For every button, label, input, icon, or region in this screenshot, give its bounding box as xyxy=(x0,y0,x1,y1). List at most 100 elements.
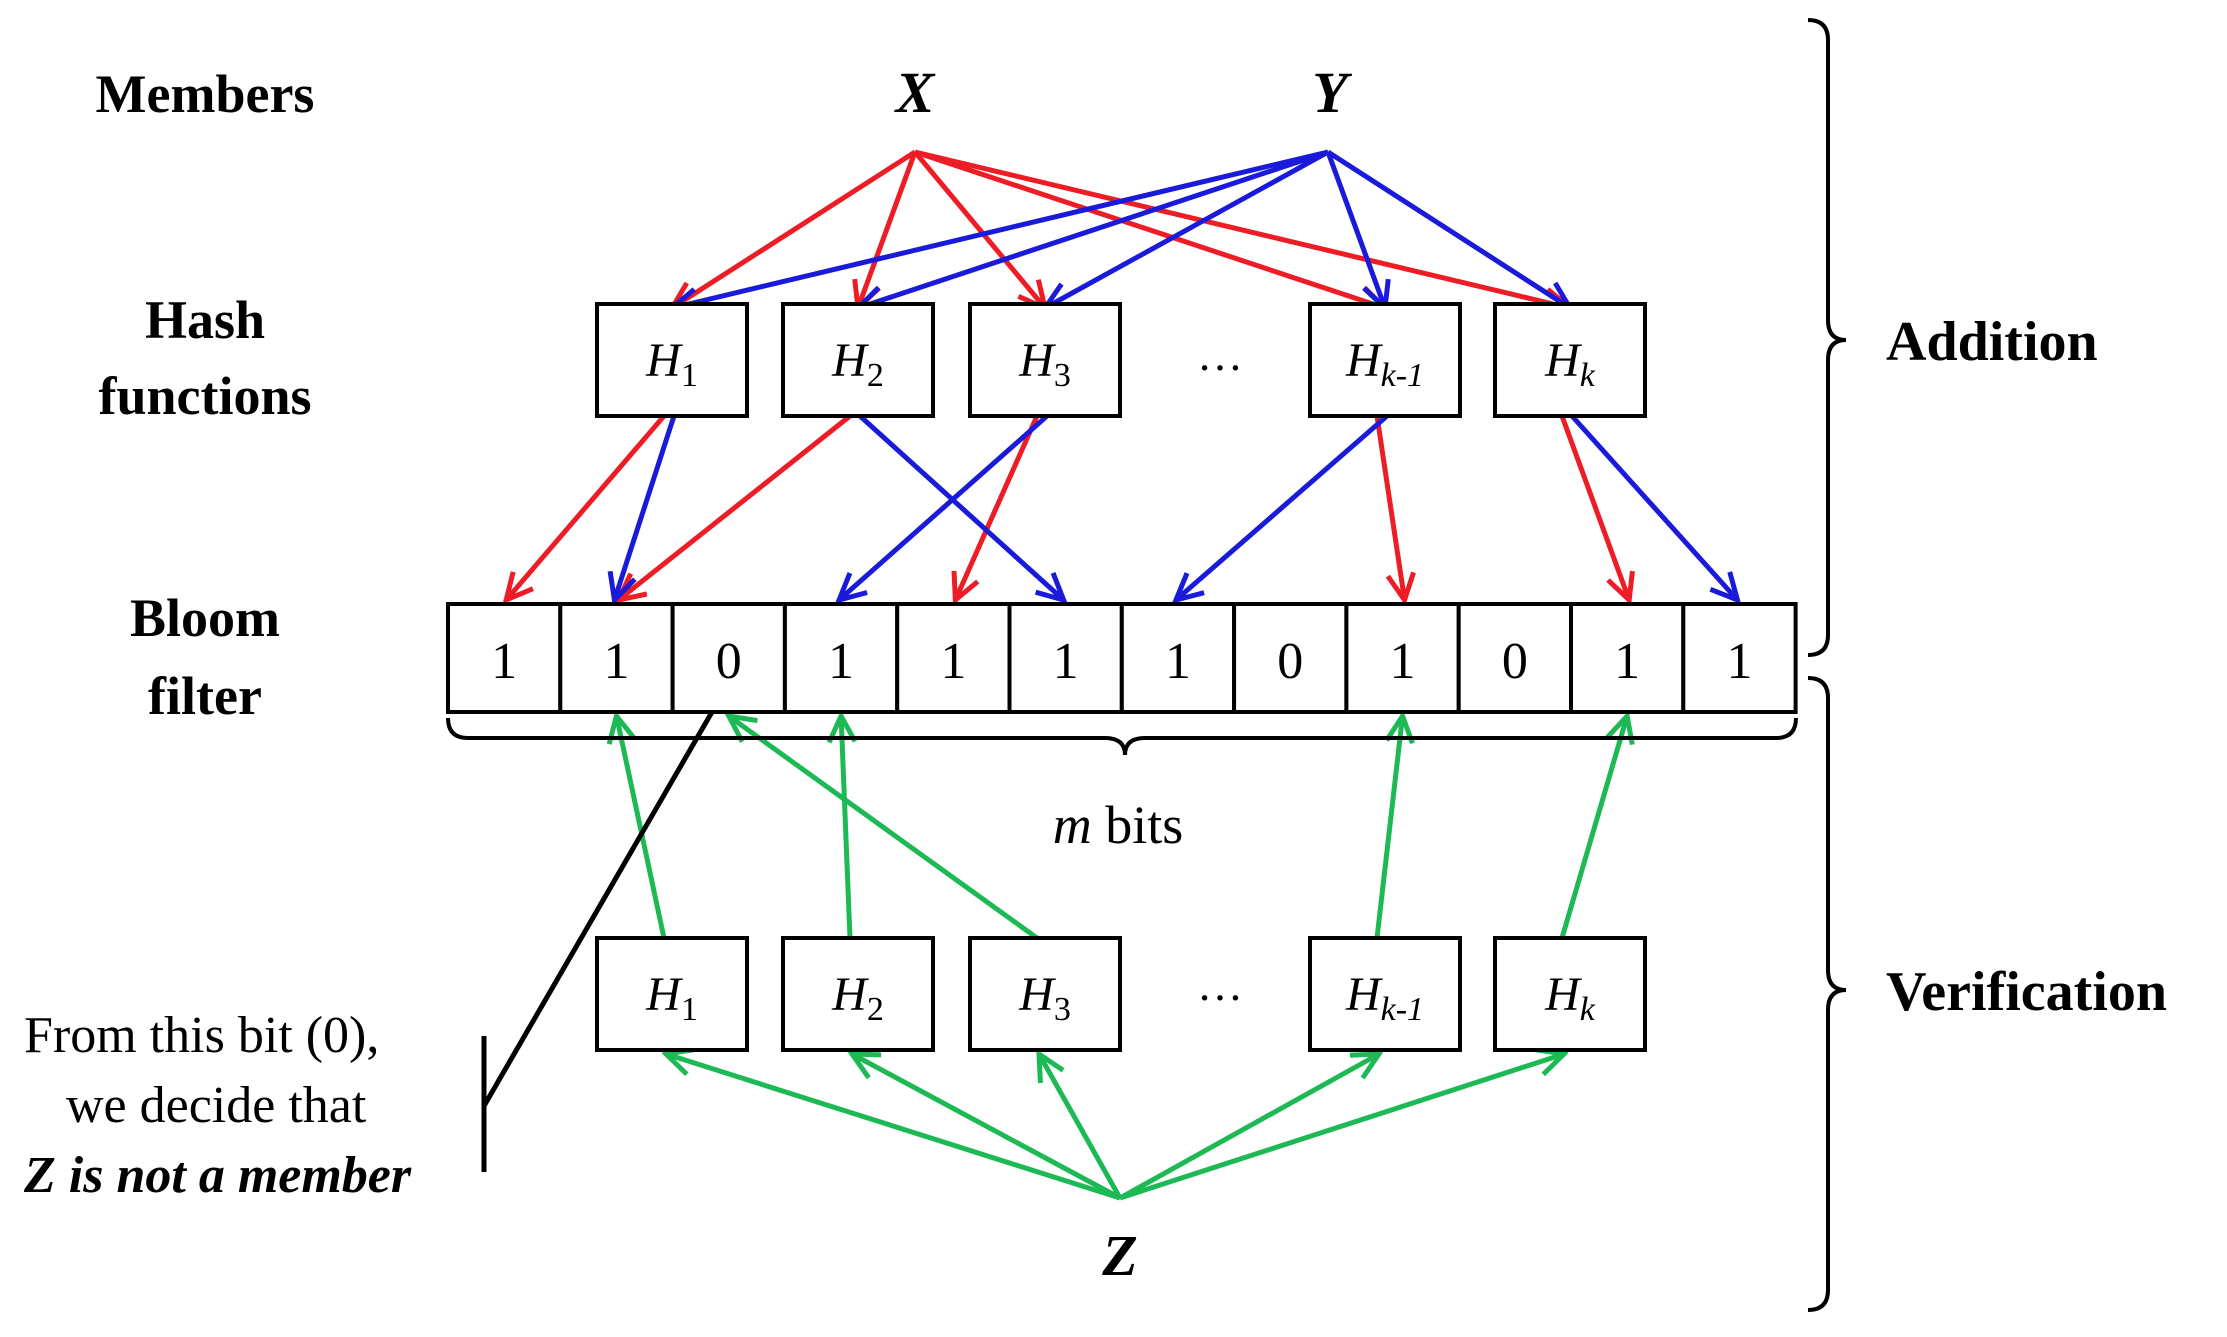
hash-box-addition-5: Hk xyxy=(1493,302,1647,418)
bit-cell-11: 1 xyxy=(1681,602,1798,714)
member-z-arrows xyxy=(616,716,1627,1201)
bloom-filter-label-line2: filter xyxy=(148,666,262,726)
hash-box xyxy=(1308,936,1462,1052)
bit-value: 1 xyxy=(1726,633,1752,690)
bit-cell-7: 0 xyxy=(1232,602,1349,714)
hash-box xyxy=(968,302,1122,418)
y-hash-to-bit-arrow xyxy=(614,415,677,600)
note-line-2: we decide that xyxy=(66,1077,367,1134)
member-y-arrows xyxy=(614,149,1737,600)
member-y: Y xyxy=(1312,60,1352,125)
z-hash-to-bit-arrow xyxy=(729,716,1039,941)
bit-cell-box xyxy=(1681,602,1798,714)
hash-functions-addition-row: H1 H2 H3 Hk-1 Hk xyxy=(595,302,1647,418)
note-line-3: Z is not a member xyxy=(23,1147,412,1204)
members-label: Members xyxy=(96,64,315,124)
y-hash-to-bit-arrow xyxy=(1570,414,1737,600)
bit-value: 1 xyxy=(603,633,629,690)
hash-function-label: H1 xyxy=(645,334,698,394)
hash-ellipsis-verification: … xyxy=(1197,959,1243,1010)
y-hash-to-bit-arrow xyxy=(1176,414,1389,600)
z-hash-to-bit-arrow xyxy=(616,716,667,939)
note-line-1: From this bit (0), xyxy=(24,1007,379,1064)
x-to-hash-arrow xyxy=(913,150,1045,308)
bit-cell-box xyxy=(670,602,787,714)
bit-cell-box xyxy=(446,602,563,714)
y-to-hash-arrow xyxy=(1045,149,1330,308)
bit-value: 0 xyxy=(1277,633,1303,690)
hash-function-label: H3 xyxy=(1018,968,1071,1028)
bit-cell-box xyxy=(1007,602,1124,714)
bit-cell-1: 1 xyxy=(558,602,675,714)
hash-ellipsis-addition: … xyxy=(1197,329,1243,380)
hash-box xyxy=(968,936,1122,1052)
bit-value: 0 xyxy=(716,633,742,690)
hash-function-label: Hk-1 xyxy=(1345,334,1424,394)
bloom-filter-label-line1: Bloom xyxy=(130,588,280,648)
bit-cell-0: 1 xyxy=(446,602,563,714)
hash-box xyxy=(781,302,935,418)
z-hash-to-bit-arrow xyxy=(841,716,850,939)
bit-cell-2: 0 xyxy=(670,602,787,714)
y-to-hash-arrow xyxy=(858,149,1329,308)
hash-box xyxy=(595,936,749,1052)
bit-cell-3: 1 xyxy=(782,602,900,714)
hash-box-verification-3: H3 xyxy=(968,936,1122,1052)
x-to-hash-arrow xyxy=(672,149,917,308)
bit-cell-10: 1 xyxy=(1569,602,1686,714)
member-x: X xyxy=(894,60,936,125)
hash-functions-label-line2: functions xyxy=(98,366,311,426)
hash-box-verification-5: Hk xyxy=(1493,936,1647,1052)
hash-box-addition-4: Hk-1 xyxy=(1308,302,1462,418)
bloom-filter-array: 1 1 0 1 1 1 1 0 1 0 1 1 xyxy=(446,602,1798,714)
bit-cell-box xyxy=(1456,602,1573,714)
bit-cell-box xyxy=(1119,602,1237,714)
x-hash-to-bit-arrow xyxy=(1374,415,1405,600)
bit-cell-5: 1 xyxy=(1007,602,1124,714)
hash-function-label: Hk xyxy=(1544,968,1596,1028)
bit-cell-6: 1 xyxy=(1119,602,1237,714)
bit-value: 1 xyxy=(1390,633,1416,690)
hash-box xyxy=(1493,302,1647,418)
x-hash-to-bit-arrow xyxy=(618,414,852,600)
m-bits-brace xyxy=(446,717,1798,756)
hash-function-label: H3 xyxy=(1018,334,1071,394)
bit-cell-4: 1 xyxy=(895,602,1012,714)
bit-value: 1 xyxy=(1053,633,1079,690)
hash-box-verification-4: Hk-1 xyxy=(1308,936,1462,1052)
hash-function-label: Hk-1 xyxy=(1345,968,1424,1028)
bit-value: 1 xyxy=(1614,633,1640,690)
bit-value: 1 xyxy=(1165,633,1191,690)
hash-box-addition-2: H2 xyxy=(781,302,935,418)
bit-value: 1 xyxy=(828,633,854,690)
bit-cell-8: 1 xyxy=(1344,602,1461,714)
bit-value: 1 xyxy=(491,633,517,690)
member-x-arrows xyxy=(506,149,1629,600)
verification-brace xyxy=(1807,676,1847,1312)
bit-value: 0 xyxy=(1502,633,1528,690)
z-to-hash-arrow xyxy=(852,1054,1122,1201)
bit-cell-box xyxy=(895,602,1012,714)
x-hash-to-bit-arrow xyxy=(506,414,666,600)
z-to-hash-arrow xyxy=(1039,1054,1123,1200)
z-to-hash-arrow xyxy=(1119,1054,1564,1201)
hash-function-label: H2 xyxy=(831,968,884,1028)
z-to-hash-arrow xyxy=(1118,1054,1379,1201)
z-to-hash-arrow xyxy=(666,1054,1121,1201)
hash-box xyxy=(595,302,749,418)
bit-cell-box xyxy=(1344,602,1461,714)
hash-box-addition-3: H3 xyxy=(968,302,1122,418)
hash-box xyxy=(781,936,935,1052)
bit-cell-box xyxy=(782,602,900,714)
y-hash-to-bit-arrow xyxy=(858,414,1064,600)
x-hash-to-bit-arrow xyxy=(1559,415,1629,600)
hash-box-addition-1: H1 xyxy=(595,302,749,418)
z-hash-to-bit-arrow xyxy=(1374,716,1403,939)
hash-box xyxy=(1308,302,1462,418)
y-to-hash-arrow xyxy=(1325,151,1385,308)
x-to-hash-arrow xyxy=(914,149,1570,308)
x-to-hash-arrow xyxy=(858,151,918,308)
bit-value: 1 xyxy=(940,633,966,690)
bit-cell-box xyxy=(1232,602,1349,714)
hash-box xyxy=(1493,936,1647,1052)
